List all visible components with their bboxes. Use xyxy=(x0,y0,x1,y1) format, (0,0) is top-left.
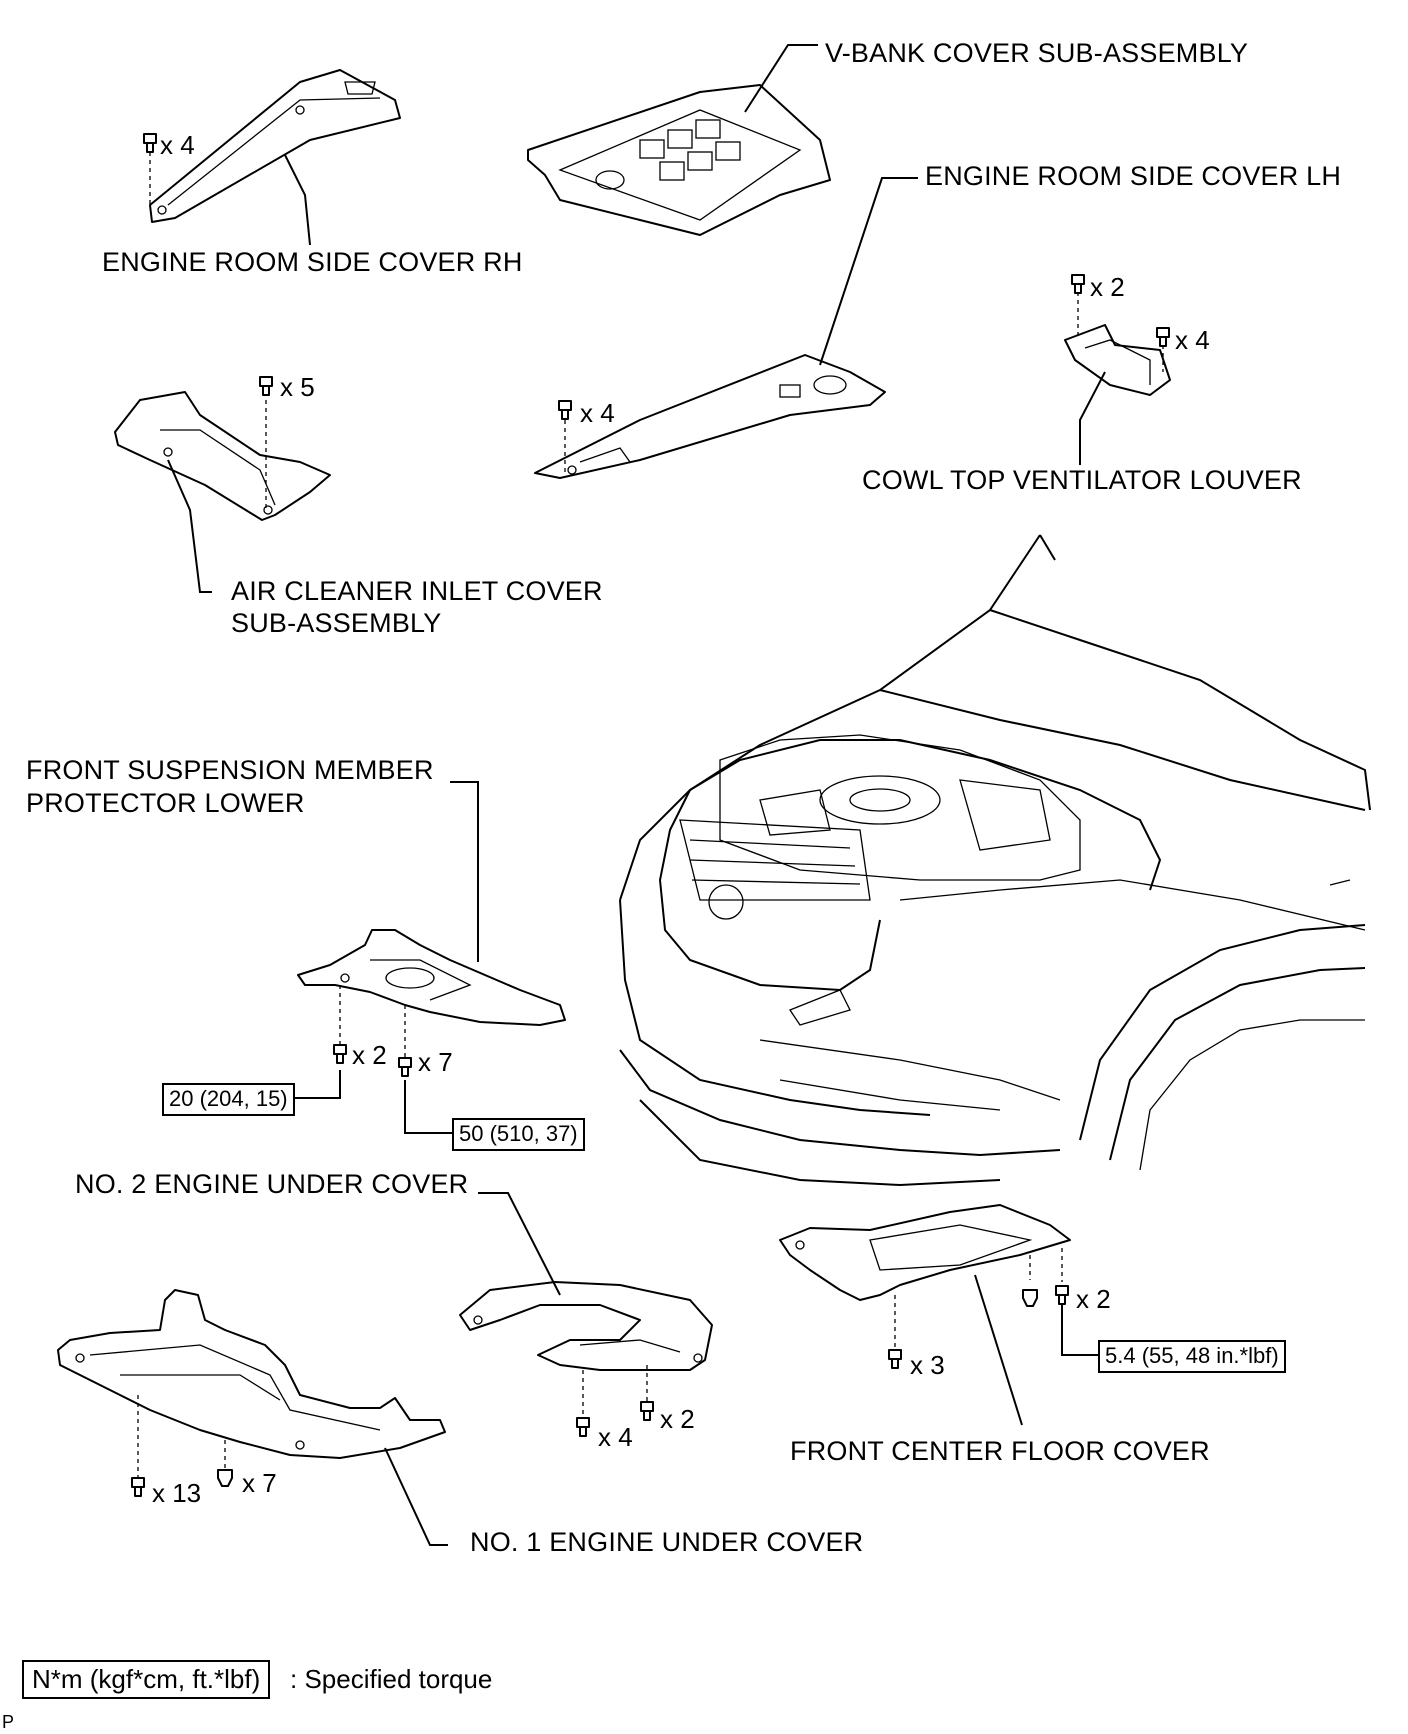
no2-engine-under-cover-part xyxy=(459,1281,713,1418)
leader-line xyxy=(404,1080,452,1134)
torque-fsm-a: 20 (204, 15) xyxy=(162,1083,295,1116)
label-no1-engine-under-cover: NO. 1 ENGINE UNDER COVER xyxy=(470,1527,864,1557)
leader-line xyxy=(290,1070,341,1099)
qty-no1-a: x 13 xyxy=(152,1478,202,1508)
bolt-icon xyxy=(1071,274,1085,294)
label-front-center-floor-cover: FRONT CENTER FLOOR COVER xyxy=(790,1436,1210,1466)
no1-engine-under-cover-part xyxy=(57,1289,446,1478)
label-air-cleaner-inlet-cover-2: SUB-ASSEMBLY xyxy=(231,608,442,638)
qty-rh: x 4 xyxy=(160,130,195,160)
leader-line xyxy=(819,177,918,366)
v-bank-cover-part xyxy=(527,84,831,236)
label-air-cleaner-inlet-cover-1: AIR CLEANER INLET COVER xyxy=(231,576,603,606)
bolt-icon xyxy=(576,1417,590,1437)
engine-room-side-cover-lh-part xyxy=(534,354,886,479)
bolt-icon xyxy=(1156,327,1170,347)
qty-lh: x 4 xyxy=(580,398,615,428)
leader-line xyxy=(284,154,311,246)
leader-line xyxy=(1079,371,1106,465)
engine-room-side-cover-rh-part xyxy=(149,69,401,223)
bolt-icon xyxy=(143,133,157,153)
front-center-floor-cover-part xyxy=(779,1204,1071,1350)
label-cowl-top-ventilator-louver: COWL TOP VENTILATOR LOUVER xyxy=(862,465,1302,495)
label-front-suspension-member-1: FRONT SUSPENSION MEMBER xyxy=(26,755,434,785)
qty-no2-a: x 4 xyxy=(598,1422,633,1452)
qty-no1-b: x 7 xyxy=(242,1468,277,1498)
label-no2-engine-under-cover: NO. 2 ENGINE UNDER COVER xyxy=(75,1169,469,1199)
legend-torque-box: N*m (kgf*cm, ft.*lbf) xyxy=(22,1660,271,1699)
vehicle-front-illustration xyxy=(619,534,1371,1187)
qty-no2-b: x 2 xyxy=(660,1404,695,1434)
clip-icon xyxy=(217,1469,233,1487)
clip-icon xyxy=(1022,1289,1038,1307)
label-engine-room-side-cover-rh: ENGINE ROOM SIDE COVER RH xyxy=(102,247,523,277)
leader-line xyxy=(167,459,212,593)
label-v-bank-cover: V-BANK COVER SUB-ASSEMBLY xyxy=(825,38,1249,68)
qty-cowl-a: x 2 xyxy=(1090,272,1125,302)
legend-torque-text: : Specified torque xyxy=(290,1664,493,1694)
qty-floor-b: x 2 xyxy=(1076,1284,1111,1314)
label-engine-room-side-cover-lh: ENGINE ROOM SIDE COVER LH xyxy=(925,161,1342,191)
bolt-icon xyxy=(131,1477,145,1497)
bolt-icon xyxy=(888,1349,902,1369)
leader-line xyxy=(1061,1305,1098,1356)
qty-floor-a: x 3 xyxy=(910,1350,945,1380)
leader-line xyxy=(974,1274,1023,1426)
qty-fsm-a: x 2 xyxy=(352,1040,387,1070)
torque-fsm-b: 50 (510, 37) xyxy=(452,1118,585,1151)
bolt-icon xyxy=(558,400,572,420)
cowl-top-ventilator-louver-part xyxy=(1064,292,1171,396)
bolt-icon xyxy=(333,1044,347,1064)
bolt-icon xyxy=(1055,1285,1069,1305)
label-front-suspension-member-2: PROTECTOR LOWER xyxy=(26,788,305,818)
leader-line xyxy=(450,781,479,962)
corner-mark: P xyxy=(2,1712,15,1732)
air-cleaner-inlet-cover-part xyxy=(114,391,331,521)
bolt-icon xyxy=(640,1401,654,1421)
qty-fsm-b: x 7 xyxy=(418,1047,453,1077)
bolt-icon xyxy=(259,376,273,396)
leader-line xyxy=(744,44,818,113)
bolt-icon xyxy=(398,1057,412,1077)
qty-air-cleaner: x 5 xyxy=(280,372,315,402)
qty-cowl-b: x 4 xyxy=(1175,325,1210,355)
leader-line xyxy=(384,1447,448,1546)
front-suspension-member-protector-part xyxy=(297,929,566,1058)
torque-floor: 5.4 (55, 48 in.*lbf) xyxy=(1098,1340,1286,1373)
leader-line xyxy=(478,1192,561,1296)
